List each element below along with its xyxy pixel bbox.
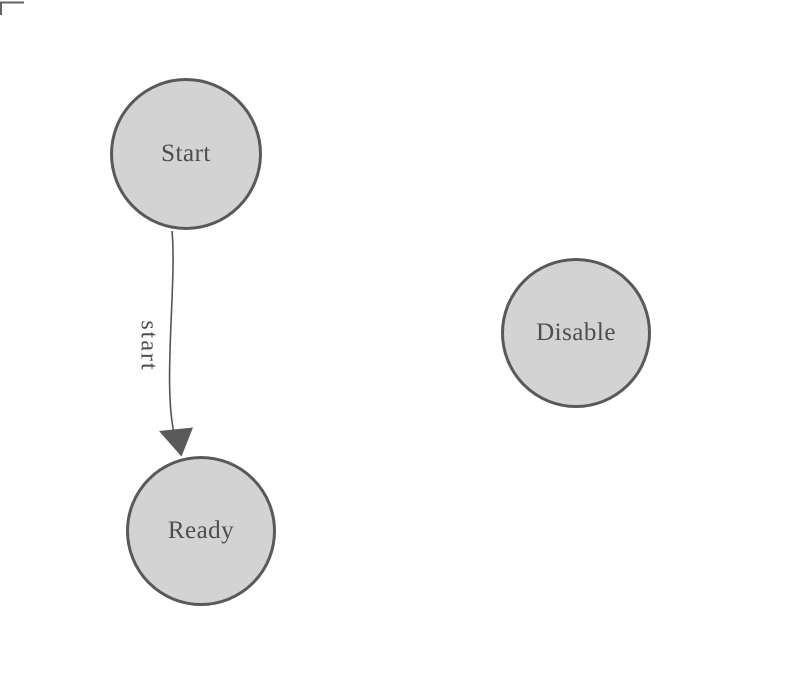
state-node-label: Disable [536,319,616,346]
canvas-origin-mark-icon [0,1,24,15]
arrowhead-icon [159,427,193,457]
transition-edge-start-ready[interactable] [159,230,193,457]
transition-edge-label[interactable]: start [135,320,162,372]
state-node-ready[interactable]: Ready [126,456,276,606]
state-node-start[interactable]: Start [110,78,262,230]
state-node-label: Ready [167,517,235,544]
state-node-disable[interactable]: Disable [501,258,651,408]
state-node-label: Start [161,140,211,167]
